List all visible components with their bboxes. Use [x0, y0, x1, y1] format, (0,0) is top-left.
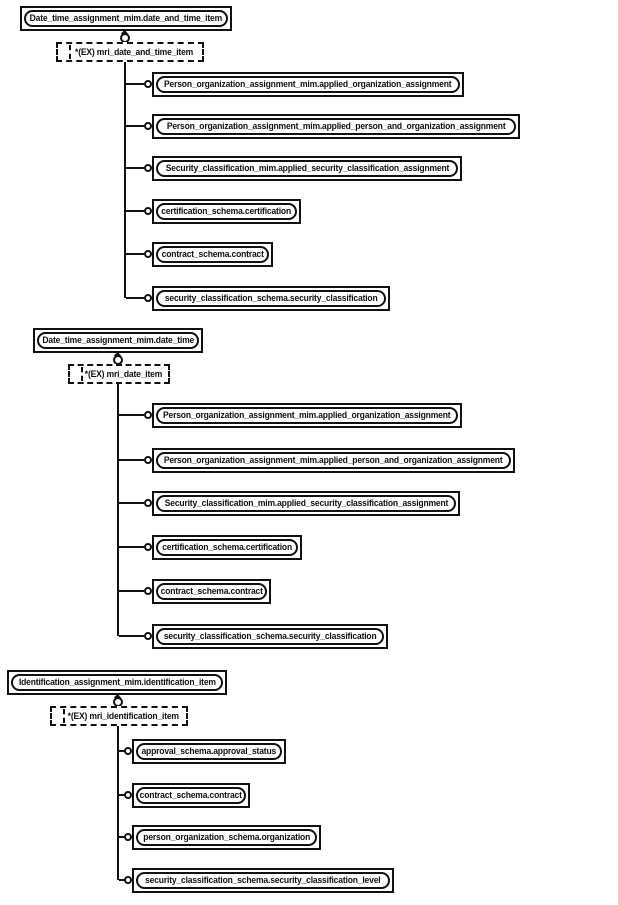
connector-line [126, 125, 144, 127]
entity-label: Security_classification_mim.applied_secu… [164, 498, 448, 509]
tree-stem-line [117, 384, 119, 636]
entity-label: Person_organization_assignment_mim.appli… [164, 455, 503, 466]
entity-label: contract_schema.contract [139, 790, 243, 801]
child-circle-connector [124, 791, 132, 799]
root-entity-label: Date_time_assignment_mim.date_time [42, 335, 194, 346]
child-circle-connector [144, 411, 152, 419]
child-circle-connector [144, 207, 152, 215]
entity-node: contract_schema.contract [132, 783, 250, 808]
root-entity-inner: Date_time_assignment_mim.date_and_time_i… [24, 10, 228, 27]
child-circle-connector [124, 833, 132, 841]
entity-label: security_classification_schema.security_… [164, 293, 378, 304]
root-entity-inner: Date_time_assignment_mim.date_time [37, 332, 199, 349]
entity-label: Person_organization_assignment_mim.appli… [166, 121, 506, 132]
child-circle-connector [144, 587, 152, 595]
connector-line [126, 167, 144, 169]
child-circle-connector [124, 876, 132, 884]
entity-node: Security_classification_mim.applied_secu… [152, 156, 462, 181]
select-type-box: *(EX) mri_identification_item [50, 706, 188, 726]
entity-label: security_classification_schema.security_… [145, 875, 381, 886]
select-type-label: *(EX) mri_date_and_time_item [75, 46, 194, 58]
child-circle-connector [144, 499, 152, 507]
entity-label: approval_schema.approval_status [141, 746, 277, 757]
entity-node: certification_schema.certification [152, 535, 302, 560]
child-circle-connector [124, 747, 132, 755]
child-circle-connector [144, 543, 152, 551]
connector-line [119, 635, 144, 637]
connector-line [126, 253, 144, 255]
select-type-label: *(EX) mri_identification_item [67, 710, 180, 722]
entity-node: Person_organization_assignment_mim.appli… [152, 114, 520, 139]
entity-label: certification_schema.certification [162, 542, 292, 553]
entity-label: Person_organization_assignment_mim.appli… [164, 79, 452, 90]
entity-label: person_organization_schema.organization [143, 832, 310, 843]
entity-node: security_classification_schema.security_… [132, 868, 394, 893]
connector-line [126, 83, 144, 85]
entity-label: certification_schema.certification [161, 206, 292, 217]
entity-node: contract_schema.contract [152, 242, 273, 267]
entity-node: person_organization_schema.organization [132, 825, 321, 850]
entity-label: contract_schema.contract [161, 249, 264, 260]
entity-node: Person_organization_assignment_mim.appli… [152, 403, 462, 428]
connector-line [119, 590, 144, 592]
select-box-tick [69, 45, 71, 59]
entity-label: Person_organization_assignment_mim.appli… [163, 410, 451, 421]
entity-node: Person_organization_assignment_mim.appli… [152, 72, 464, 97]
select-box-tick [63, 709, 65, 723]
tree-stem-line [124, 62, 126, 298]
root-entity-box: Date_time_assignment_mim.date_time [33, 328, 203, 353]
connector-line [119, 414, 144, 416]
root-entity-inner: Identification_assignment_mim.identifica… [11, 674, 223, 691]
entity-label: Security_classification_mim.applied_secu… [165, 163, 449, 174]
entity-node: security_classification_schema.security_… [152, 286, 390, 311]
entity-node: Security_classification_mim.applied_secu… [152, 491, 460, 516]
entity-label: contract_schema.contract [160, 586, 263, 597]
entity-node: Person_organization_assignment_mim.appli… [152, 448, 515, 473]
connector-line [119, 750, 126, 752]
child-circle-connector [144, 80, 152, 88]
tree-stem-line [117, 726, 119, 880]
select-type-box: *(EX) mri_date_item [68, 364, 170, 384]
entity-node: contract_schema.contract [152, 579, 271, 604]
child-circle-connector [144, 294, 152, 302]
select-type-box: *(EX) mri_date_and_time_item [56, 42, 204, 62]
connector-line [126, 210, 144, 212]
child-circle-connector [144, 122, 152, 130]
root-entity-box: Identification_assignment_mim.identifica… [7, 670, 227, 695]
connector-line [119, 836, 126, 838]
connector-line [126, 297, 144, 299]
entity-node: security_classification_schema.security_… [152, 624, 388, 649]
child-circle-connector [144, 164, 152, 172]
entity-label: security_classification_schema.security_… [163, 631, 377, 642]
select-box-tick [81, 367, 83, 381]
entity-node: certification_schema.certification [152, 199, 301, 224]
select-type-label: *(EX) mri_date_item [84, 368, 163, 380]
connector-line [119, 546, 144, 548]
child-circle-connector [144, 250, 152, 258]
connector-line [119, 502, 144, 504]
root-entity-box: Date_time_assignment_mim.date_and_time_i… [20, 6, 232, 31]
root-entity-label: Identification_assignment_mim.identifica… [18, 677, 216, 688]
connector-line [119, 879, 126, 881]
connector-line [119, 459, 144, 461]
connector-line [119, 794, 126, 796]
root-entity-label: Date_time_assignment_mim.date_and_time_i… [29, 13, 223, 24]
child-circle-connector [144, 632, 152, 640]
child-circle-connector [144, 456, 152, 464]
entity-node: approval_schema.approval_status [132, 739, 286, 764]
